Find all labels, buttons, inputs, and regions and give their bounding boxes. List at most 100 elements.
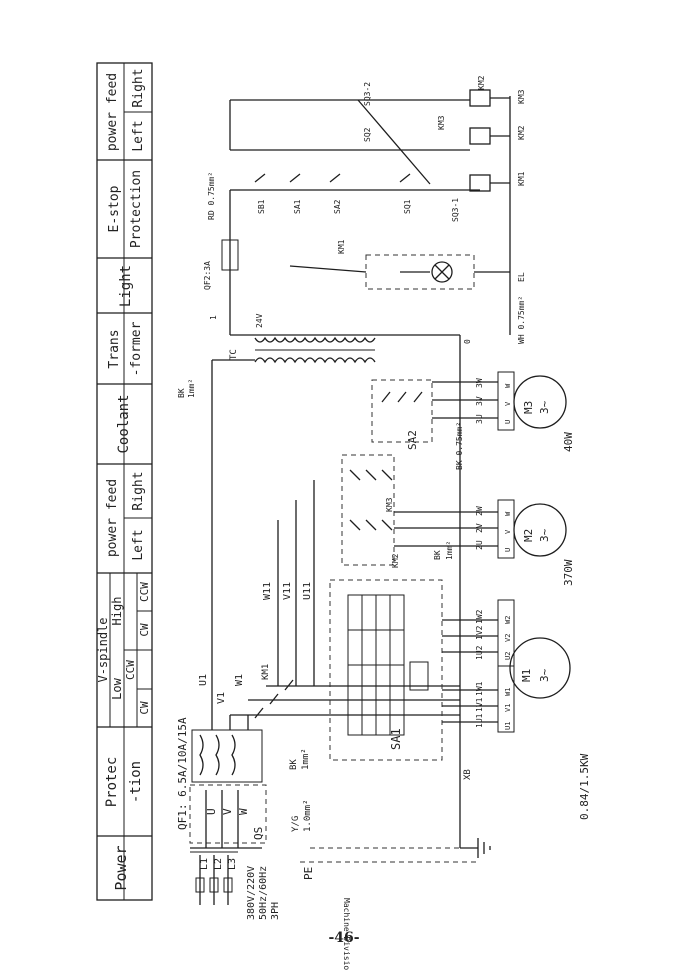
m3-term-u: U [504, 420, 512, 424]
m1-term-u2: U2 [504, 652, 512, 660]
sa1-switch-box [329, 579, 443, 761]
table-power: Power [112, 845, 130, 890]
km2-coil-label: KM2 [517, 125, 526, 140]
supply-section: L1 L2 L3 380V/220V 50Hz/60Hz 3PH PE Mach… [176, 360, 478, 975]
fuse-l3 [223, 877, 233, 893]
km3-main-label: KM3 [385, 497, 394, 512]
transformer-secondary [254, 336, 376, 343]
sb1-label: SB1 [257, 199, 266, 214]
km1-coil-label: KM1 [517, 171, 526, 186]
table-transformer-2: -former [129, 321, 144, 376]
qs-switch-box [189, 784, 267, 844]
table-spindle: V-spindle [96, 617, 110, 682]
w1-label: W1 [234, 674, 245, 686]
km2-coil [469, 127, 491, 145]
m3-rating: 40W [562, 432, 575, 452]
sa2-aux-label: SA2 [333, 199, 342, 214]
sq2-label: SQ2 [363, 127, 372, 142]
m1-rating: 0.84/1.5KW [578, 753, 591, 820]
supply-spec-2: 50Hz/60Hz [258, 866, 269, 920]
m1-term-u1: U1 [504, 722, 512, 730]
table-coolant: Coolant [116, 394, 132, 453]
m2-motor-symbol [513, 503, 567, 557]
km3-coil-label: KM3 [517, 89, 526, 104]
m1-wire-1v2: 1V2 [475, 625, 484, 640]
el-label: EL [517, 272, 526, 282]
line-l3: L3 [227, 858, 238, 870]
sq31-label: SQ3-1 [451, 198, 460, 222]
m1-wire-1u2: 1U2 [475, 645, 484, 660]
table-estop-1: E-stop [107, 185, 122, 232]
km1-label: KM1 [261, 664, 271, 680]
qs-label: QS [252, 827, 265, 840]
table-low-ccw: CCW [124, 660, 137, 680]
m1-term-v1: V1 [504, 704, 512, 712]
supply-spec-1: 380V/220V [246, 866, 257, 920]
m2-term-v: V [504, 529, 512, 534]
pe-label: PE [302, 867, 315, 880]
table-spindle-high: High [110, 597, 124, 626]
feed-section: KM3 KM2 BK 1mm² 2U 2V 2W U V W M2 3~ 370… [341, 454, 575, 586]
m1-term-v2: V2 [504, 634, 512, 642]
qs-w: W [237, 808, 250, 815]
table-power-feed-2-left: Left [131, 120, 146, 151]
supply-spec-3: 3PH [270, 902, 281, 920]
table-high-cw: CW [138, 623, 151, 637]
estop-contacts [254, 173, 411, 183]
m1-term-w1: W1 [504, 688, 512, 696]
m2-rating: 370W [562, 559, 575, 586]
m2-name: M2 [522, 529, 535, 542]
m1-phase: 3~ [538, 668, 551, 682]
m1-motor-symbol [509, 637, 571, 699]
km1-aux-label: KM1 [337, 239, 346, 254]
table-low-cw: CW [138, 701, 151, 715]
yg-label: Y/G [291, 816, 301, 832]
line-l2: L2 [213, 858, 224, 870]
m3-term-w: W [504, 383, 512, 388]
rd-label: RD 0.75mm² [207, 172, 216, 220]
work-light-icon [431, 261, 453, 283]
bk-1-label: BK [289, 759, 299, 770]
sa1-aux-label: SA1 [293, 199, 302, 214]
table-light: Light [118, 265, 134, 307]
qf2-breaker [221, 239, 239, 271]
km2-interlock-label: KM2 [477, 75, 486, 90]
fuse-l2 [209, 877, 219, 893]
m2-wire-2v: 2V [475, 523, 484, 533]
xb-label: XB [463, 769, 473, 780]
sa1-aux-contact [409, 661, 429, 691]
m1-wire-1w1: 1W1 [475, 681, 484, 696]
m3-name: M3 [522, 401, 535, 414]
m3-wire-3u: 3U [475, 414, 484, 424]
qf2-label: QF2:3A [203, 261, 212, 290]
table-power-feed-1-right: Right [131, 471, 146, 510]
bk-2-label: BK [433, 550, 442, 560]
tc-label: TC [229, 349, 239, 360]
sq1-label: SQ1 [403, 199, 412, 214]
yg-size: 1.0mm² [303, 799, 313, 832]
m2-term-u: U [504, 548, 512, 552]
table-estop-2: Protection [129, 170, 144, 248]
m2-phase: 3~ [538, 528, 551, 542]
qs-u: U [205, 808, 218, 815]
coolant-section: SA2 BK 0.75mm² 3U 3V 3W U V W M3 3~ 40W [371, 371, 575, 470]
light-box [365, 254, 475, 290]
transformer-section: TC 24V BK 1mm² 0 1 XB [177, 313, 491, 858]
m2-term-w: W [504, 511, 512, 516]
bk-1-size: 1mm² [301, 748, 311, 770]
table-transformer-1: Trans [107, 329, 122, 368]
sa2-label: SA2 [406, 430, 419, 450]
fuse-l1 [195, 877, 205, 893]
m3-phase: 3~ [538, 400, 551, 414]
table-power-feed-1: power feed [105, 479, 120, 557]
u1-label: U1 [198, 674, 209, 686]
u11-label: U11 [302, 582, 313, 600]
m1-name: M1 [520, 669, 533, 682]
v1-label: V1 [216, 692, 227, 704]
table-power-feed-2: power feed [105, 73, 120, 151]
m1-wire-1v1: 1V1 [475, 697, 484, 712]
spindle-section: KM1 BK 1mm² SA1 W11 V11 U11 1U2 1V2 [230, 480, 591, 820]
m3-motor-symbol [513, 375, 567, 429]
